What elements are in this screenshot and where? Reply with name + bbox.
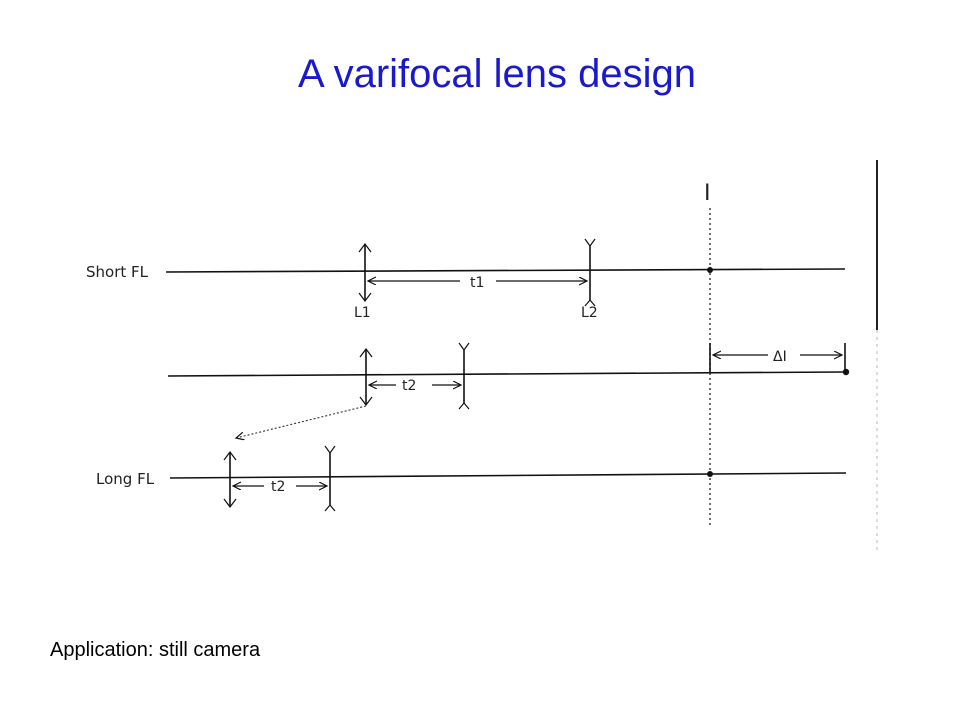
positive-lens-icon [358, 243, 372, 302]
short-fl-label: Short FL [86, 263, 149, 281]
separation-t2-label: t2 [271, 479, 285, 495]
separation-t1-label: t1 [470, 275, 484, 291]
focal-point [707, 471, 713, 477]
row-short-fl: Short FL L1 L2 t1 [86, 238, 846, 321]
optical-axis [165, 268, 846, 273]
optical-axis [169, 472, 847, 479]
negative-lens-icon [324, 445, 336, 512]
positive-lens-icon [223, 451, 237, 508]
separation-t2-label: t2 [402, 378, 416, 394]
positive-lens-icon [359, 348, 373, 406]
row-intermediate: t2 ΔI [167, 342, 850, 410]
optical-axis [167, 371, 846, 377]
lens-l2-label: L2 [581, 305, 598, 321]
image-plane-label: I [704, 181, 711, 206]
page-title: A varifocal lens design [297, 52, 696, 96]
footer-caption: Application: still camera [50, 639, 261, 661]
negative-lens-icon [584, 238, 596, 307]
image-shift-label: ΔI [773, 349, 787, 365]
row-long-fl: Long FL t2 [96, 445, 847, 512]
lens-l1-label: L1 [354, 305, 371, 321]
focal-point [707, 267, 713, 273]
long-fl-label: Long FL [96, 470, 155, 488]
negative-lens-icon [458, 342, 470, 410]
lens-move-arrow [236, 405, 367, 438]
focal-point [842, 368, 850, 376]
